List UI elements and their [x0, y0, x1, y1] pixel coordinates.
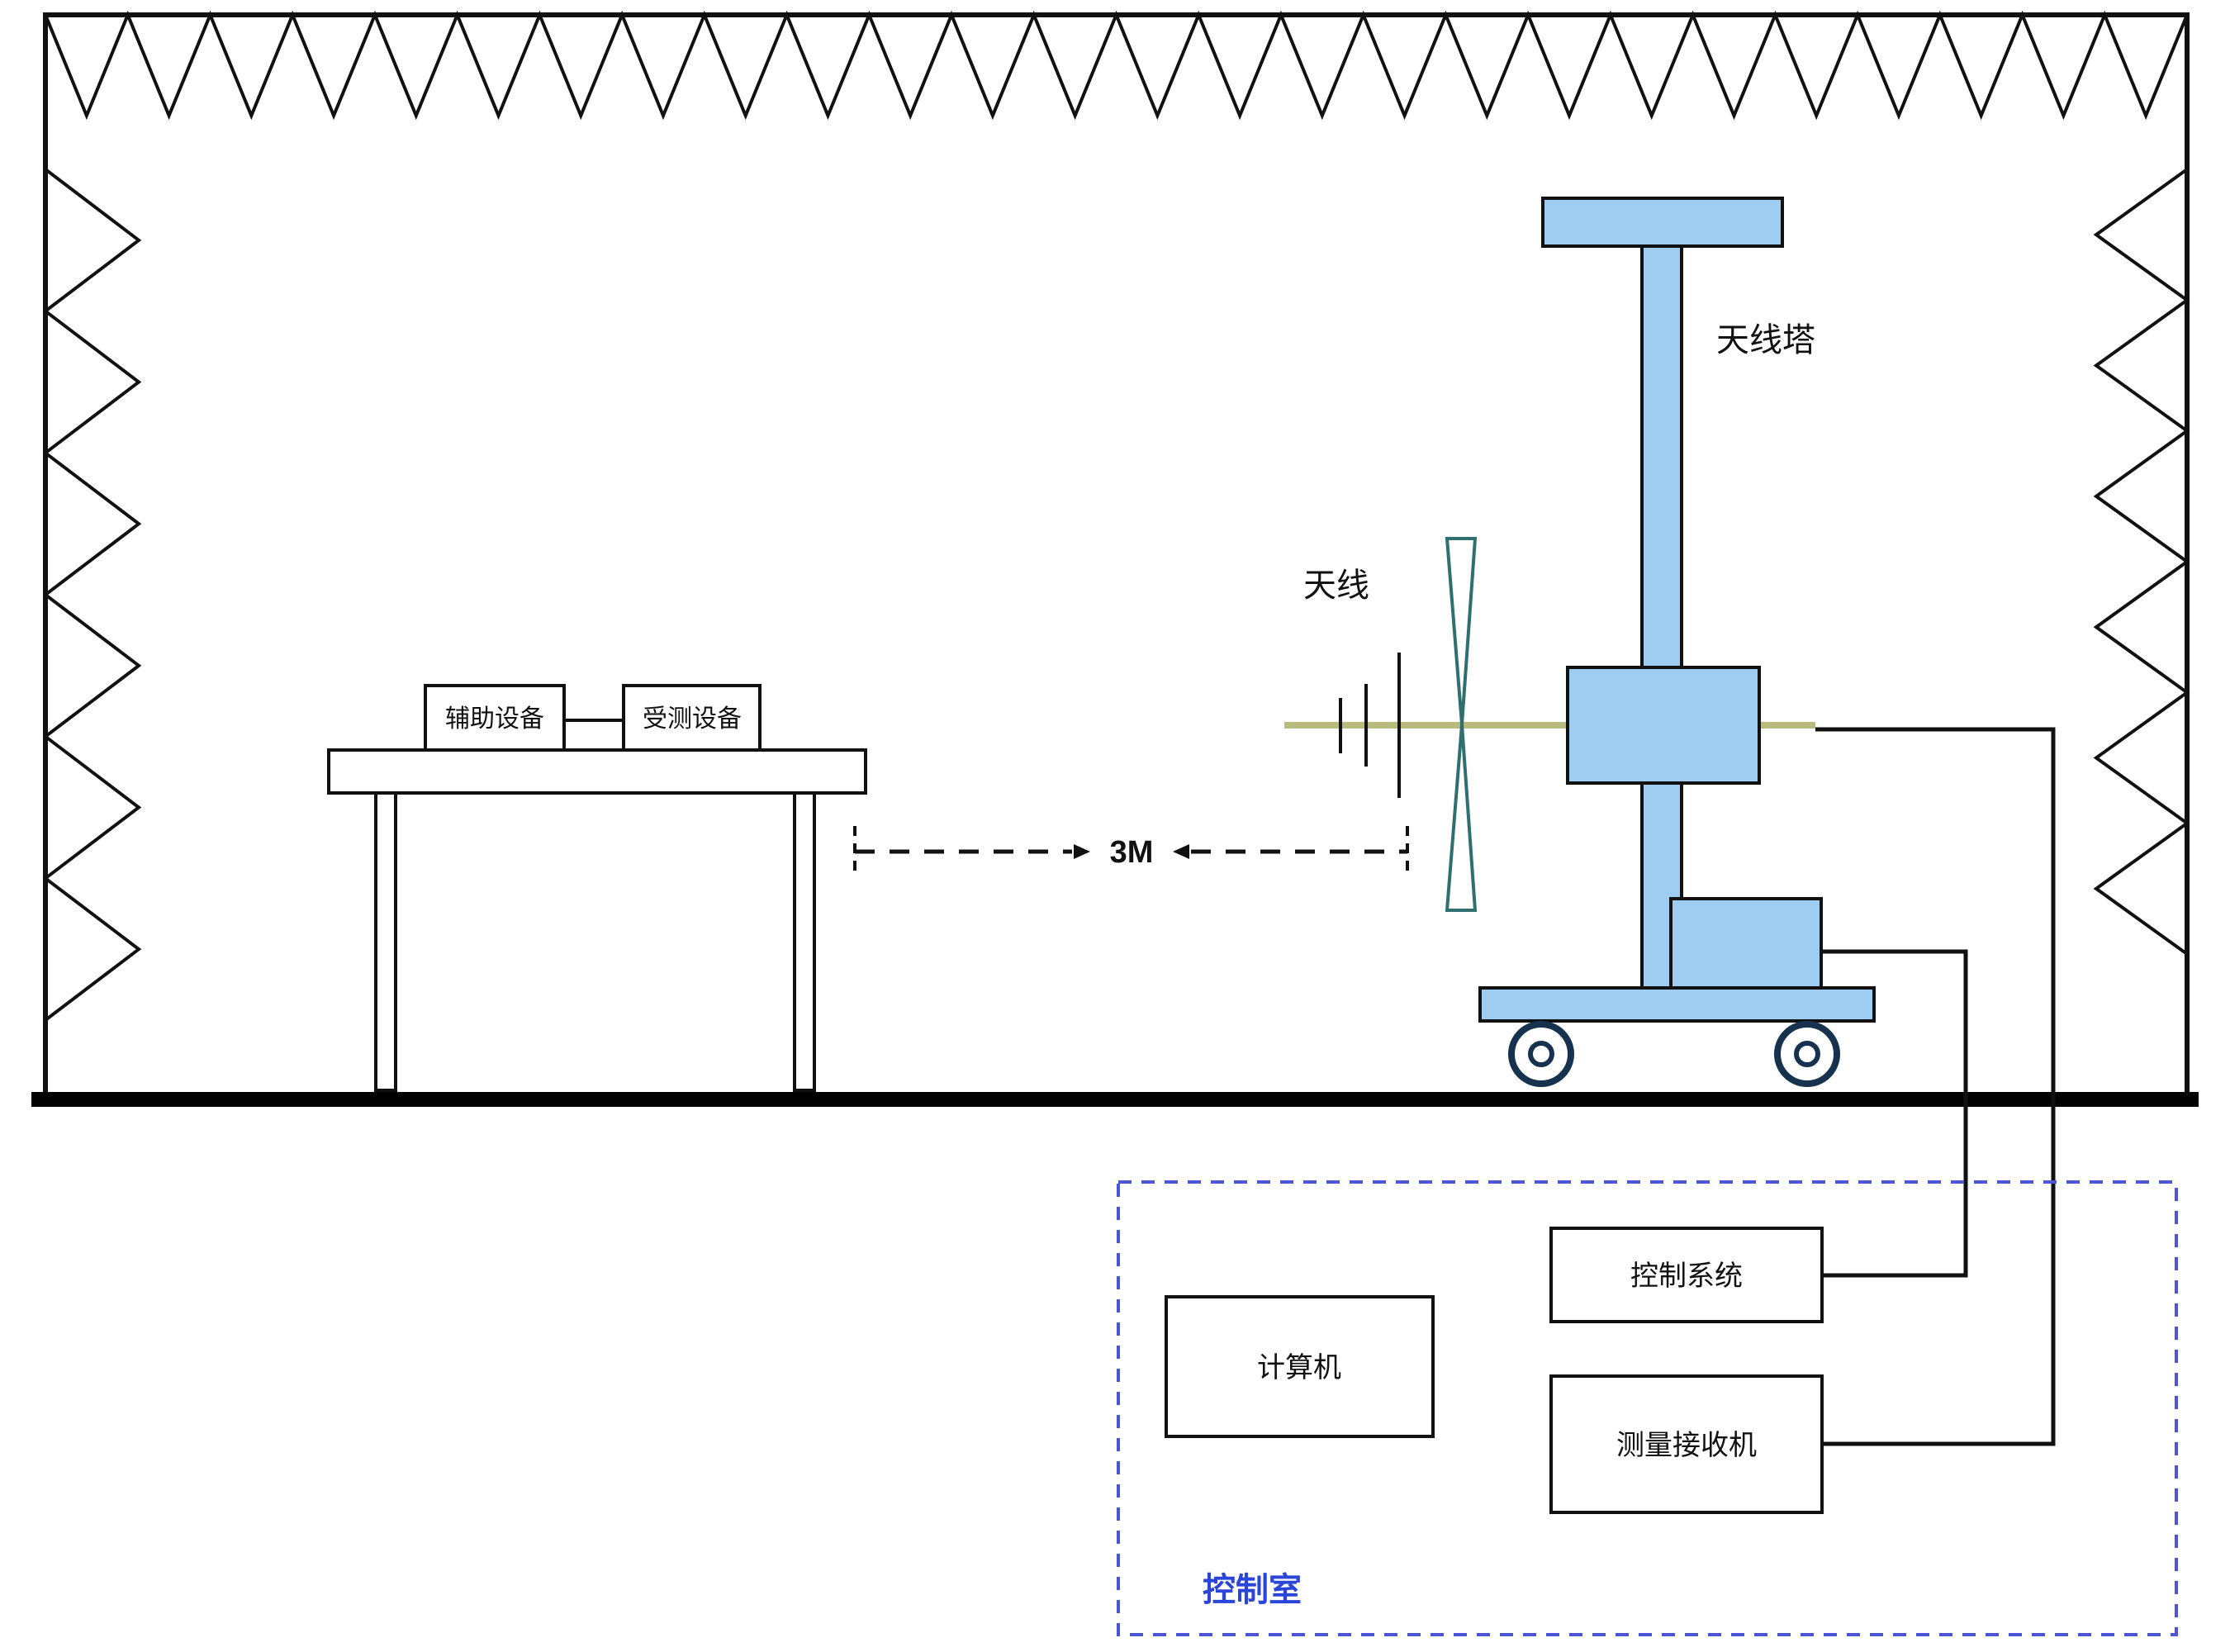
antenna-mount-box: [1566, 666, 1761, 785]
control-room-label: 控制室: [1203, 1572, 1302, 1608]
antenna-label: 天线: [1303, 567, 1369, 604]
bowtie-element-bottom: [1445, 724, 1478, 912]
chamber-walls: [43, 12, 2190, 1092]
control-system-cable: [1821, 949, 1968, 1278]
absorber-array-top: [44, 10, 2189, 121]
control-system-label: 控制系统: [1630, 1260, 1743, 1292]
absorber-array-left: [42, 168, 142, 1022]
table-leg-right: [793, 790, 816, 1092]
dimension-arrow-left: [1074, 844, 1090, 859]
dimension-label: 3M: [1110, 835, 1154, 870]
control-system-box: [1549, 1227, 1824, 1323]
bowtie-element-top: [1445, 537, 1478, 725]
mast-drive-box: [1669, 897, 1823, 990]
table-leg-left: [374, 790, 397, 1092]
cart-wheel-left-hub: [1528, 1041, 1554, 1067]
mast-top-cap: [1541, 197, 1784, 248]
dimension-arrow-right: [1173, 844, 1189, 859]
computer-box: [1165, 1295, 1435, 1438]
cart-platform: [1478, 986, 1876, 1023]
control-room-boundary: [1117, 1180, 2178, 1636]
aux-device-box: [424, 684, 566, 752]
computer-label: 计算机: [1257, 1352, 1341, 1384]
aux-device-label: 辅助设备: [445, 705, 544, 733]
antenna-mast: [1640, 243, 1683, 990]
absorber-array-right: [2093, 168, 2190, 956]
receiver-label: 测量接收机: [1616, 1430, 1757, 1461]
antenna-tower-label: 天线塔: [1716, 322, 1815, 358]
receiver-cable: [1815, 727, 2056, 1446]
cart-wheel-right-hub: [1794, 1041, 1820, 1067]
receiver-box: [1549, 1374, 1824, 1514]
eut-device-box: [622, 684, 762, 752]
eut-device-label: 受测设备: [643, 705, 742, 733]
table-top: [327, 748, 867, 795]
